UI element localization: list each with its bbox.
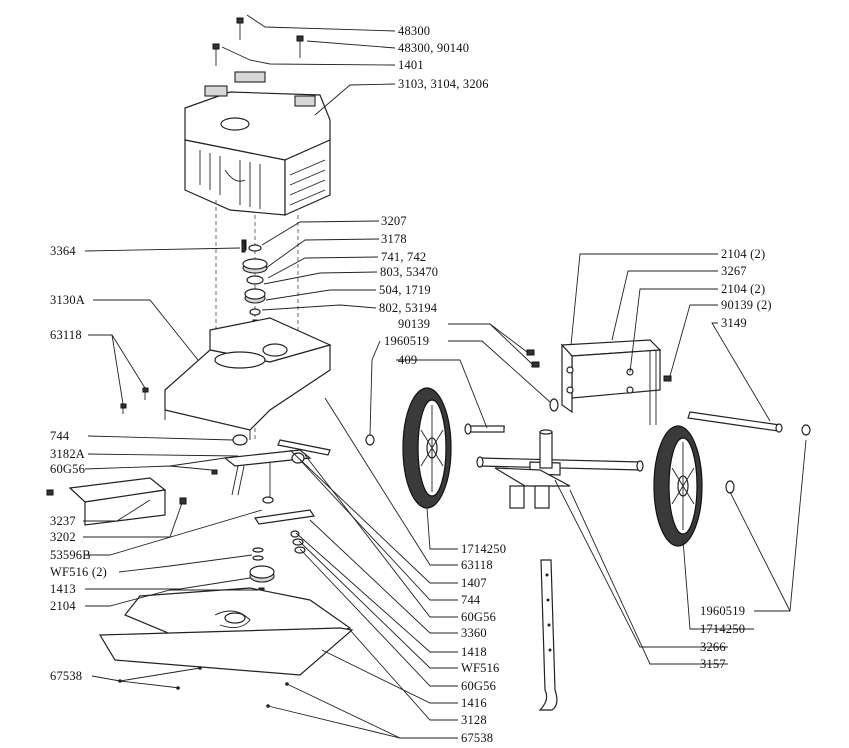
label-48300-90140: 48300, 90140 <box>398 41 470 55</box>
bracket-3267 <box>560 339 662 425</box>
label-1413: 1413 <box>50 582 76 596</box>
label-802-53194: 802, 53194 <box>379 301 438 315</box>
label-3267: 3267 <box>721 264 747 278</box>
label-3237: 3237 <box>50 514 76 528</box>
label-1960519-top: 1960519 <box>384 334 430 348</box>
label-741-742: 741, 742 <box>381 250 427 264</box>
label-3182A: 3182A <box>50 447 86 461</box>
label-3360: 3360 <box>461 626 487 640</box>
leader-lines <box>83 14 807 739</box>
label-3103-3104-3206: 3103, 3104, 3206 <box>398 77 489 91</box>
label-53596B: 53596B <box>50 548 91 562</box>
label-744-center: 744 <box>461 593 481 607</box>
arm-53596B <box>249 496 316 593</box>
label-90139: 90139 <box>398 317 431 331</box>
label-WF516-2: WF516 (2) <box>50 565 108 579</box>
label-2104-left: 2104 <box>50 599 76 613</box>
label-2104-2-top: 2104 (2) <box>721 247 766 261</box>
label-3149: 3149 <box>721 316 747 330</box>
label-803-53470: 803, 53470 <box>380 265 439 279</box>
wheel-left <box>402 387 452 509</box>
label-1960519-bottom: 1960519 <box>700 604 746 618</box>
deck-3130A <box>164 317 332 440</box>
label-409: 409 <box>398 353 418 367</box>
label-1714250-right: 1714250 <box>700 622 746 636</box>
label-3128: 3128 <box>461 713 487 727</box>
label-1407: 1407 <box>461 576 487 590</box>
handle-3157 <box>538 559 558 711</box>
label-3266: 3266 <box>700 640 726 654</box>
axle-3149 <box>687 411 811 436</box>
label-3178: 3178 <box>381 232 407 246</box>
top-bolts <box>212 17 304 66</box>
label-2104-2-bottom: 2104 (2) <box>721 282 766 296</box>
label-60G56-center: 60G56 <box>461 610 497 624</box>
engine <box>184 71 331 216</box>
label-1418: 1418 <box>461 645 487 659</box>
pulley-stack <box>241 239 268 331</box>
label-60G56-left: 60G56 <box>50 462 86 476</box>
label-63118-center: 63118 <box>461 558 493 572</box>
label-3202: 3202 <box>50 530 76 544</box>
wheel-right <box>653 425 703 547</box>
label-WF516: WF516 <box>461 661 500 675</box>
label-3130A: 3130A <box>50 293 86 307</box>
idler-arm-3182A <box>211 434 331 500</box>
label-63118-left: 63118 <box>50 328 82 342</box>
bracket-3237 <box>46 477 187 526</box>
label-48300: 48300 <box>398 24 431 38</box>
label-90139-2: 90139 (2) <box>721 298 772 312</box>
label-1714250-center: 1714250 <box>461 542 507 556</box>
blade-plate-3128 <box>98 587 354 708</box>
label-67538-left: 67538 <box>50 669 83 683</box>
label-60G56-bottom: 60G56 <box>461 679 497 693</box>
label-3364: 3364 <box>50 244 76 258</box>
label-3207: 3207 <box>381 214 407 228</box>
label-1416: 1416 <box>461 696 487 710</box>
label-67538-bottom: 67538 <box>461 731 494 745</box>
label-3157: 3157 <box>700 657 726 671</box>
axle-frame-3266 <box>476 429 644 509</box>
label-744-left: 744 <box>50 429 70 443</box>
label-504-1719: 504, 1719 <box>379 283 431 297</box>
label-1401: 1401 <box>398 58 424 72</box>
